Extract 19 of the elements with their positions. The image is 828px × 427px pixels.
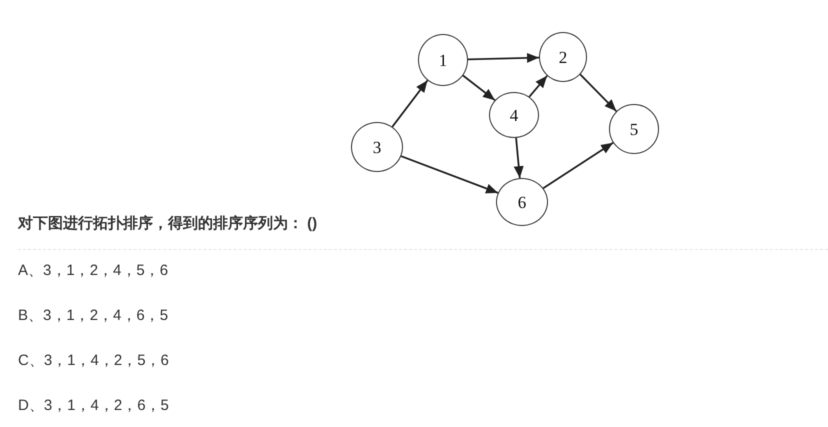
circle-node: 5 (609, 104, 659, 154)
circle-node: 3 (351, 122, 403, 172)
arrow (392, 80, 428, 128)
answer-option: A、3，1，2，4，5，6 (18, 261, 168, 281)
answer-option: C、3，1，4，2，5，6 (18, 351, 169, 371)
arrow (514, 138, 524, 178)
arrow (400, 155, 498, 194)
question-text: 对下图进行拓扑排序，得到的排序序列为： () (18, 214, 318, 234)
arrow (528, 75, 548, 98)
circle-node: 2 (539, 32, 587, 82)
answer-option: D、3，1，4，2，6，5 (18, 396, 169, 416)
arrow (468, 52, 540, 63)
arrow (580, 74, 618, 112)
circle-node: 4 (489, 92, 539, 138)
arrow (542, 142, 614, 189)
answer-option: B、3，1，2，4，6，5 (18, 306, 168, 326)
circle-node: 6 (496, 178, 548, 226)
circle-node: 1 (418, 34, 468, 86)
arrow (462, 74, 496, 101)
